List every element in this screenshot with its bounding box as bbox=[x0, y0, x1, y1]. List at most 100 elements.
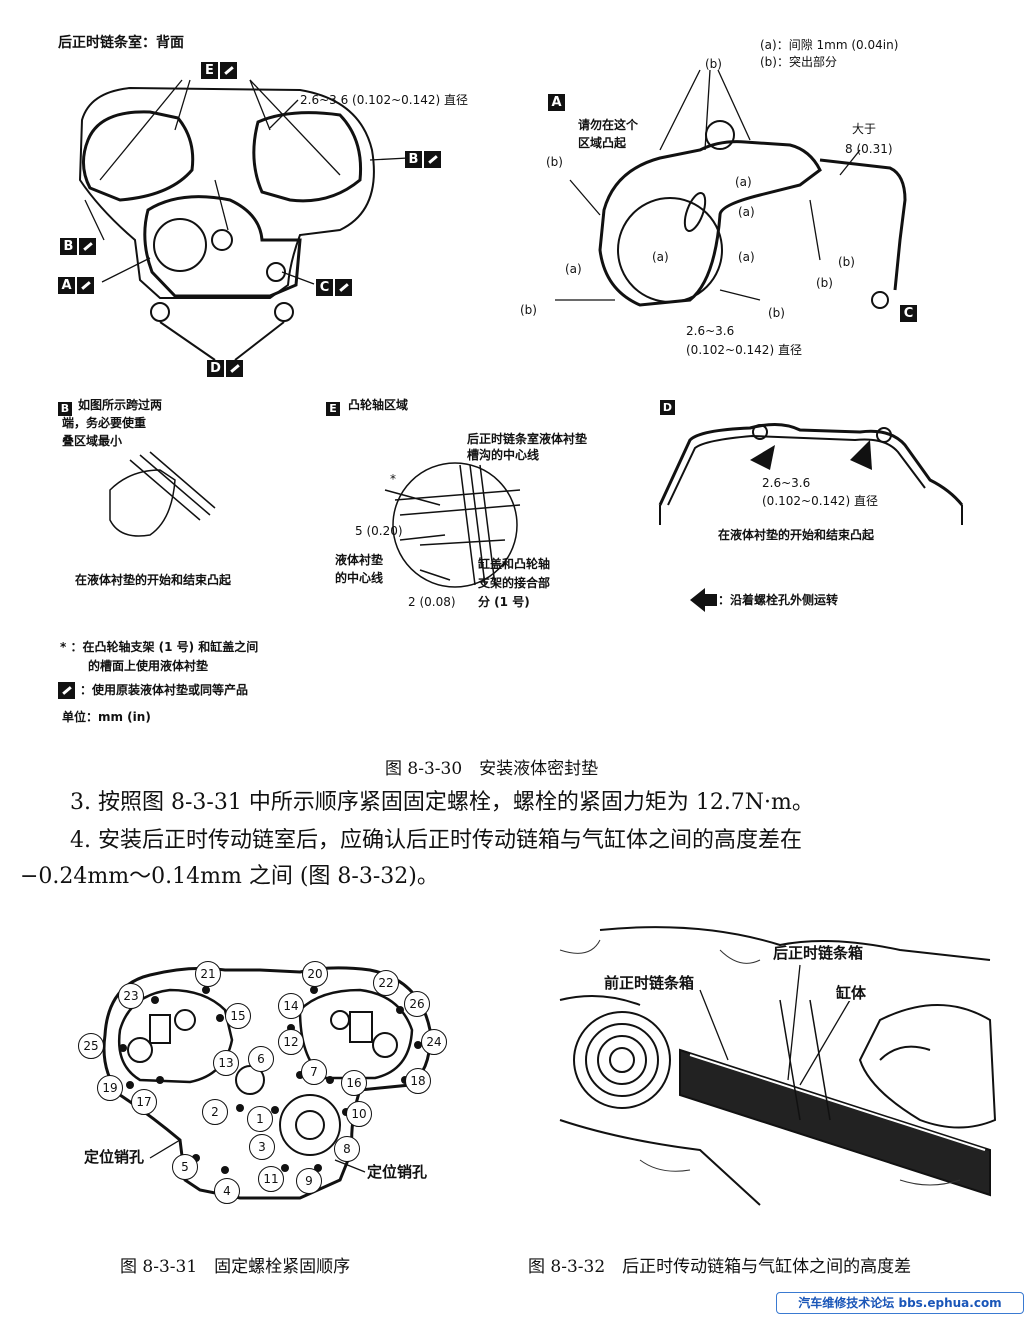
bolt-number-16: 16 bbox=[341, 1070, 367, 1096]
label-a-inner: (a) bbox=[652, 250, 669, 264]
e-joint-1: 缸盖和凸轮轴 bbox=[478, 557, 551, 571]
label-a-left: (a) bbox=[565, 262, 582, 276]
e-star: * bbox=[390, 472, 396, 486]
tag-letter: C bbox=[316, 279, 333, 296]
sealant-icon bbox=[77, 277, 94, 294]
label-b-bottom-right: (b) bbox=[768, 306, 785, 320]
bolt-number-11: 11 bbox=[258, 1166, 284, 1192]
e-joint-2: 支架的接合部 bbox=[478, 576, 551, 590]
a-dim-line2: (0.102~0.142) 直径 bbox=[686, 343, 802, 357]
e-liquid-2: 的中心线 bbox=[335, 571, 384, 585]
bolt-number-4: 4 bbox=[214, 1178, 240, 1204]
bolt-number-15: 15 bbox=[225, 1003, 251, 1029]
tag-b-detail: B bbox=[58, 398, 72, 417]
tag-letter: A bbox=[548, 94, 565, 111]
tag-letter: B bbox=[58, 401, 72, 416]
tag-e-detail: E bbox=[326, 398, 340, 417]
bolt-number-2: 2 bbox=[202, 1099, 228, 1125]
sealant-icon bbox=[79, 238, 96, 255]
bolt-number-6: 6 bbox=[248, 1046, 274, 1072]
bolt-number-24: 24 bbox=[421, 1029, 447, 1055]
label-a-right2: (a) bbox=[738, 250, 755, 264]
sealant-icon bbox=[58, 682, 75, 699]
sealant-icon bbox=[335, 279, 352, 296]
label-b-left: (b) bbox=[546, 155, 563, 169]
e-liquid-1: 液体衬垫 bbox=[335, 553, 384, 567]
tag-letter: E bbox=[326, 401, 340, 416]
bolt-number-25: 25 bbox=[78, 1033, 104, 1059]
label-front-case: 前正时链条箱 bbox=[604, 974, 695, 992]
tag-a: A bbox=[58, 275, 94, 294]
note-pen bbox=[58, 680, 75, 699]
a-dim-line1: 2.6~3.6 bbox=[686, 324, 735, 338]
label-a-right: (a) bbox=[738, 205, 755, 219]
no-bump-line2: 区域凸起 bbox=[578, 136, 627, 150]
label-rear-case: 后正时链条箱 bbox=[773, 944, 864, 962]
bolt-number-13: 13 bbox=[213, 1050, 239, 1076]
paragraph-4b: −0.24mm～0.14mm 之间 (图 8-3-32)。 bbox=[20, 864, 439, 889]
figure-32-caption: 图 8-3-32 后正时传动链箱与气缸体之间的高度差 bbox=[528, 1257, 912, 1277]
tag-d: D bbox=[207, 358, 243, 377]
e-joint-3: 分 (1 号) bbox=[478, 595, 530, 609]
bolt-number-23: 23 bbox=[118, 983, 144, 1009]
note-star-1: * ：在凸轮轴支架 (1 号) 和缸盖之间 bbox=[60, 640, 259, 654]
dowel-hole-left: 定位销孔 bbox=[84, 1148, 145, 1166]
label-b-top: (b) bbox=[705, 57, 722, 71]
b-line2: 端，务必要使重 bbox=[62, 416, 147, 430]
e-dim2: 2 (0.08) bbox=[408, 595, 456, 609]
tag-c-detail: C bbox=[900, 303, 917, 322]
tag-letter: D bbox=[207, 360, 224, 377]
watermark: 汽车维修技术论坛 bbs.ephua.com bbox=[776, 1292, 1024, 1314]
bolt-number-10: 10 bbox=[346, 1101, 372, 1127]
d-dim-line1: 2.6~3.6 bbox=[762, 476, 811, 490]
bolt-number-19: 19 bbox=[97, 1075, 123, 1101]
label-block: 缸体 bbox=[836, 984, 867, 1002]
bolt-number-8: 8 bbox=[334, 1136, 360, 1162]
tag-letter: D bbox=[660, 400, 675, 415]
e-center-1: 后正时链条室液体衬垫 bbox=[467, 432, 588, 446]
paragraph-4a: 4. 安装后正时传动链室后，应确认后正时传动链箱与气缸体之间的高度差在 bbox=[70, 828, 802, 853]
bolt-number-12: 12 bbox=[278, 1029, 304, 1055]
e-dim5: 5 (0.20) bbox=[355, 524, 403, 538]
b-line3: 叠区域最小 bbox=[62, 434, 123, 448]
bolt-number-7: 7 bbox=[301, 1059, 327, 1085]
over-line1: 大于 bbox=[852, 122, 877, 136]
bolt-number-21: 21 bbox=[195, 961, 221, 987]
tag-e-left: E bbox=[201, 60, 237, 79]
tag-a-detail: A bbox=[548, 92, 565, 111]
bolt-number-22: 22 bbox=[373, 970, 399, 996]
label-a-center: (a) bbox=[735, 175, 752, 189]
tag-letter: B bbox=[405, 151, 422, 168]
paragraph-3: 3. 按照图 8-3-31 中所示顺序紧固固定螺栓，螺栓的紧固力矩为 12.7N… bbox=[70, 790, 814, 815]
tag-letter: A bbox=[58, 277, 75, 294]
bolt-number-9: 9 bbox=[296, 1168, 322, 1194]
note-unit: 单位：mm (in) bbox=[62, 710, 151, 724]
bolt-number-5: 5 bbox=[172, 1154, 198, 1180]
left-dim-label: 2.6~3.6 (0.102~0.142) 直径 bbox=[300, 93, 468, 107]
bolt-number-3: 3 bbox=[249, 1134, 275, 1160]
legend-a: (a)：间隙 1mm (0.04in) bbox=[760, 38, 899, 52]
bolt-number-26: 26 bbox=[404, 991, 430, 1017]
legend-b: (b)：突出部分 bbox=[760, 55, 837, 69]
bolt-number-17: 17 bbox=[131, 1089, 157, 1115]
tag-b-left: B bbox=[60, 236, 96, 255]
bolt-number-18: 18 bbox=[405, 1068, 431, 1094]
bolt-number-14: 14 bbox=[278, 993, 304, 1019]
label-b-c: (b) bbox=[838, 255, 855, 269]
d-dim-line2: (0.102~0.142) 直径 bbox=[762, 494, 878, 508]
tag-letter: B bbox=[60, 238, 77, 255]
sealant-icon bbox=[424, 151, 441, 168]
note-pen-text: ：使用原装液体衬垫或同等产品 bbox=[80, 683, 249, 697]
sealant-icon bbox=[220, 62, 237, 79]
bolt-number-1: 1 bbox=[247, 1106, 273, 1132]
over-line2: 8 (0.31) bbox=[845, 142, 893, 156]
e-title: 凸轮轴区域 bbox=[348, 398, 409, 412]
b-caption: 在液体衬垫的开始和结束凸起 bbox=[75, 573, 232, 587]
figure-30-title: 后正时链条室：背面 bbox=[58, 35, 184, 51]
no-bump-line1: 请勿在这个 bbox=[578, 118, 639, 132]
d-arrow-note: ：沿着螺栓孔外侧运转 bbox=[718, 593, 839, 607]
tag-letter: C bbox=[900, 305, 917, 322]
tag-d-detail: D bbox=[660, 397, 675, 416]
d-caption: 在液体衬垫的开始和结束凸起 bbox=[718, 528, 875, 542]
bolt-number-20: 20 bbox=[302, 961, 328, 987]
